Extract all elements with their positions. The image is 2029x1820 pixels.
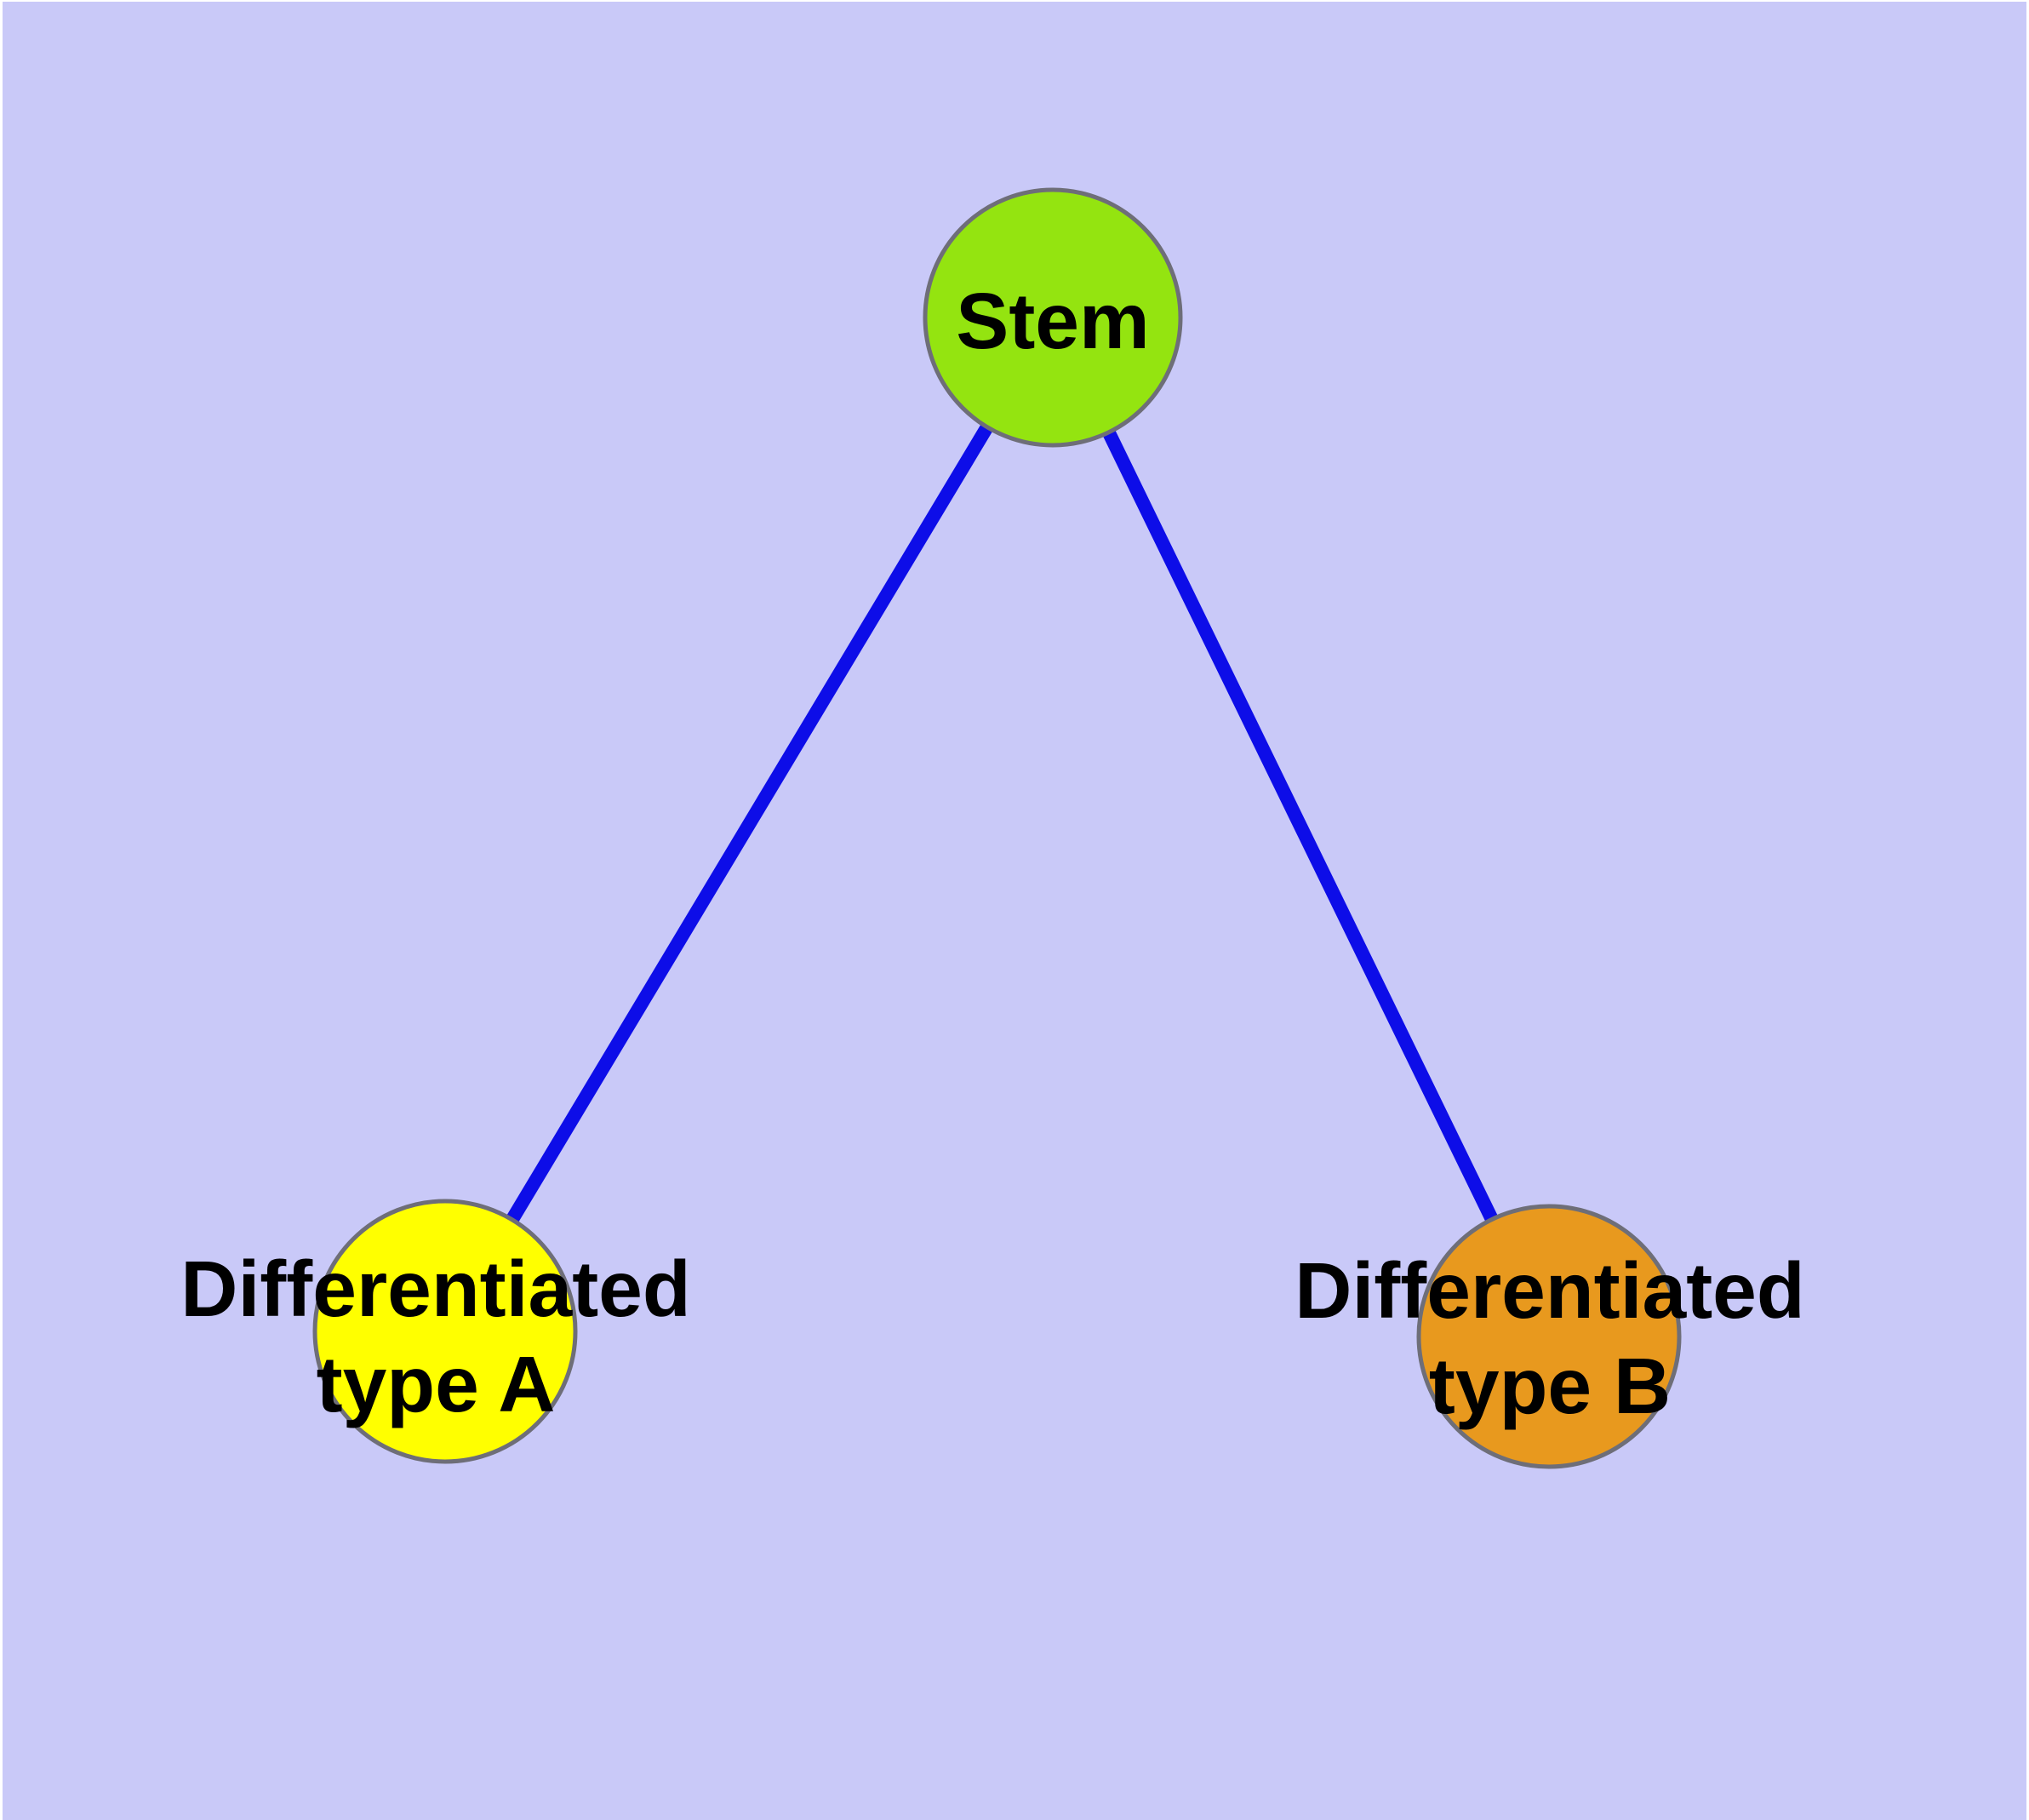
edge-stem-to-type-a [439, 313, 1059, 1336]
node-stem [923, 187, 1183, 448]
edge-stem-to-type-b [1046, 314, 1556, 1340]
node-differentiated-type-a-label: Differentiated type A [180, 1241, 690, 1432]
node-differentiated-type-a [312, 1199, 578, 1464]
type-b-label-line-1: Differentiated [1295, 1246, 1805, 1335]
type-a-label-line-2: type A [316, 1340, 556, 1428]
node-differentiated-type-b [1416, 1204, 1682, 1469]
node-differentiated-type-b-label: Differentiated type B [1295, 1243, 1804, 1434]
node-stem-label: Stem [956, 277, 1150, 365]
type-b-label-line-2: type B [1428, 1342, 1672, 1430]
type-a-label-line-1: Differentiated [180, 1245, 691, 1333]
